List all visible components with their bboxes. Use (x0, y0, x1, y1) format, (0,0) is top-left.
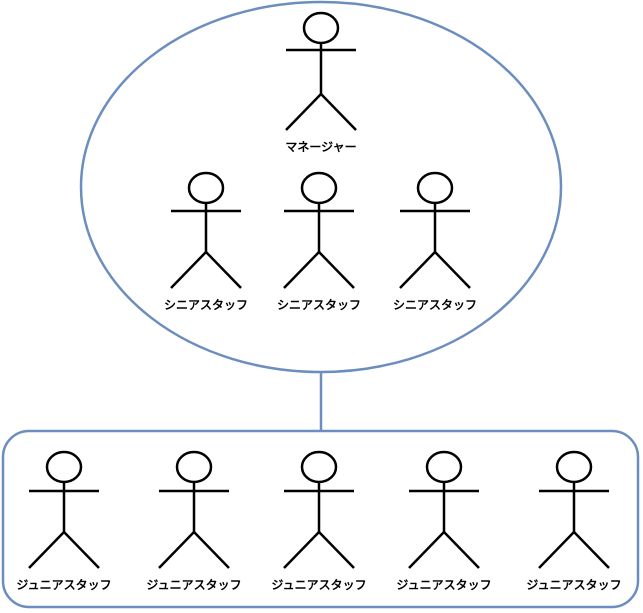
manager-actor[interactable]: マネージャー (285, 11, 357, 154)
person-icon (158, 450, 230, 569)
senior-staff-label: シニアスタッフ (393, 298, 477, 312)
person-icon (28, 450, 100, 569)
person-icon (285, 11, 357, 131)
junior-staff-label: ジュニアスタッフ (146, 578, 241, 592)
person-icon (170, 171, 242, 289)
senior-staff-actor[interactable]: シニアスタッフ (393, 171, 477, 312)
junior-staff-actor[interactable]: ジュニアスタッフ (271, 450, 367, 592)
junior-staff-label: ジュニアスタッフ (526, 578, 621, 592)
person-icon (283, 171, 355, 289)
junior-staff-actor[interactable]: ジュニアスタッフ (526, 450, 622, 592)
junior-staff-actor[interactable]: ジュニアスタッフ (146, 450, 242, 592)
manager-label: マネージャー (285, 140, 356, 154)
junior-staff-label: ジュニアスタッフ (396, 578, 491, 592)
junior-staff-label: ジュニアスタッフ (271, 578, 366, 592)
junior-group-container[interactable] (1, 429, 640, 609)
junior-staff-label: ジュニアスタッフ (16, 578, 111, 592)
junior-staff-actor[interactable]: ジュニアスタッフ (396, 450, 492, 592)
senior-staff-label: シニアスタッフ (277, 298, 361, 312)
junior-staff-actor[interactable]: ジュニアスタッフ (16, 450, 112, 592)
person-icon (408, 450, 480, 569)
person-icon (283, 450, 355, 569)
person-icon (538, 450, 610, 569)
person-icon (399, 171, 471, 289)
senior-staff-actor[interactable]: シニアスタッフ (277, 171, 361, 312)
senior-staff-actor[interactable]: シニアスタッフ (164, 171, 248, 312)
senior-staff-label: シニアスタッフ (164, 298, 248, 312)
